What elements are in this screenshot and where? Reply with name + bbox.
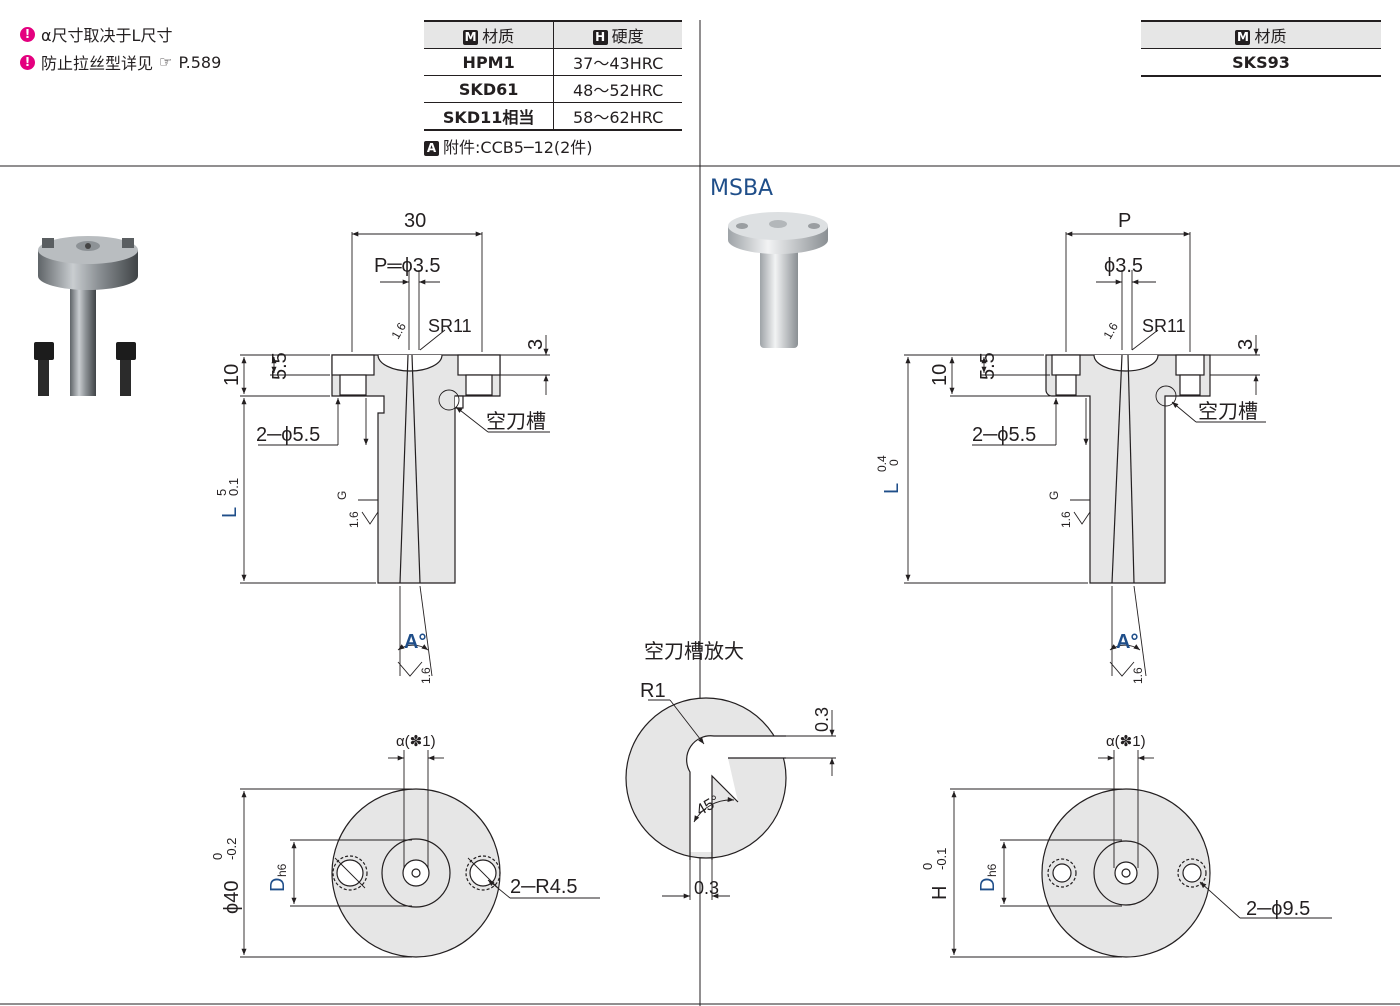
accessory-badge-icon: A bbox=[424, 141, 439, 156]
detail-title: 空刀槽放大 bbox=[644, 640, 744, 663]
model-title-msba: MSBA bbox=[710, 176, 774, 201]
left-dimensions bbox=[240, 231, 550, 677]
left-top-dimensions bbox=[240, 750, 600, 958]
right-h-label: H bbox=[929, 886, 951, 900]
left-dim-10: 10 bbox=[221, 364, 243, 386]
right-dim-5-5: 5.5 bbox=[977, 352, 999, 380]
right-l-tol-upper: 0.4 bbox=[875, 455, 889, 472]
left-dim-30: 30 bbox=[404, 210, 426, 232]
detail-dim-bottom: 0.3 bbox=[694, 878, 719, 898]
relief-groove-detail bbox=[625, 697, 787, 860]
right-alpha-label: α(✽1) bbox=[1106, 733, 1146, 750]
left-l-label: L bbox=[219, 507, 241, 518]
right-angle-label: A° bbox=[1116, 631, 1138, 653]
note-anti-stringing-text: 防止拉丝型详见 bbox=[41, 54, 154, 73]
product-photo-left bbox=[34, 236, 138, 396]
right-roughness-top: 1.6 bbox=[1100, 320, 1121, 342]
right-roughness-bottom: 1.6 bbox=[1131, 667, 1145, 684]
page-reference-link[interactable]: P.589 bbox=[178, 52, 222, 72]
right-d-label: D bbox=[977, 878, 999, 892]
right-phi-label: 2─ϕ9.5 bbox=[1246, 898, 1310, 920]
table-row: SKD11相当 58～62HRC bbox=[424, 102, 682, 131]
right-g-label: G bbox=[1047, 491, 1061, 500]
right-dim-phi: ϕ3.5 bbox=[1104, 255, 1143, 277]
left-roughness-bottom: 1.6 bbox=[419, 667, 433, 684]
right-hole-label: 2─ϕ5.5 bbox=[972, 424, 1036, 446]
material-badge-icon: M bbox=[1235, 30, 1251, 45]
alert-icon: ! bbox=[20, 26, 35, 42]
right-top-dimensions bbox=[950, 750, 1332, 958]
right-dim-p: P bbox=[1118, 210, 1131, 232]
left-sr: SR11 bbox=[428, 316, 472, 336]
note-alpha-text: α尺寸取决于L尺寸 bbox=[41, 26, 173, 45]
table-row: HPM1 37～43HRC bbox=[424, 48, 682, 76]
note-alpha: ! α尺寸取决于L尺寸 bbox=[20, 22, 172, 46]
accessory-note: A 附件:CCB5─12(2件) bbox=[424, 134, 593, 158]
detail-r1: R1 bbox=[640, 680, 666, 702]
left-g-label: G bbox=[335, 491, 349, 500]
accessory-text: 附件:CCB5─12(2件) bbox=[443, 138, 593, 157]
left-dia-label: ϕ40 bbox=[221, 881, 243, 914]
right-d-sub: h6 bbox=[985, 863, 999, 877]
right-sr: SR11 bbox=[1142, 316, 1186, 336]
material-cell: SKD11相当 bbox=[424, 102, 554, 131]
left-side-view bbox=[331, 354, 501, 584]
right-side-view bbox=[1045, 354, 1211, 584]
left-roughness-top: 1.6 bbox=[388, 320, 409, 342]
right-l-label: L bbox=[881, 483, 903, 494]
alert-icon: ! bbox=[20, 54, 35, 70]
material-cell: SKD61 bbox=[424, 75, 554, 103]
right-top-view bbox=[1041, 788, 1211, 958]
product-photo-right bbox=[728, 212, 828, 348]
right-h-tol-lower: -0.1 bbox=[934, 848, 949, 870]
right-dim-3: 3 bbox=[1235, 339, 1257, 350]
pointing-hand-icon: ☞ bbox=[159, 53, 173, 71]
relief-detail-dimensions bbox=[648, 699, 836, 900]
right-dimensions bbox=[904, 231, 1266, 677]
right-dim-10: 10 bbox=[929, 364, 951, 386]
note-anti-stringing: ! 防止拉丝型详见 ☞ P.589 bbox=[20, 50, 221, 74]
left-alpha-label: α(✽1) bbox=[396, 733, 436, 750]
right-l-tol-lower: 0 bbox=[887, 459, 901, 466]
left-roughness-mid: 1.6 bbox=[347, 511, 361, 528]
left-dim-p: P═ϕ3.5 bbox=[374, 255, 441, 277]
left-dia-tol-lower: -0.2 bbox=[224, 838, 239, 860]
table-row: SKS93 bbox=[1141, 48, 1381, 77]
left-hole-label: 2─ϕ5.5 bbox=[256, 424, 320, 446]
hardness-cell: 37～43HRC bbox=[553, 48, 682, 76]
left-l-tol-lower: 0.1 bbox=[226, 478, 241, 496]
left-d-sub: h6 bbox=[275, 863, 289, 877]
left-dim-5-5: 5.5 bbox=[269, 352, 291, 380]
left-relief-label: 空刀槽 bbox=[486, 410, 546, 433]
material-cell: SKS93 bbox=[1141, 48, 1381, 77]
left-r-label: 2─R4.5 bbox=[510, 876, 578, 898]
left-dim-3: 3 bbox=[525, 339, 547, 350]
left-dia-tol-upper: 0 bbox=[210, 853, 225, 860]
left-angle-label: A° bbox=[404, 631, 426, 653]
right-roughness-mid: 1.6 bbox=[1059, 511, 1073, 528]
detail-dim-top: 0.3 bbox=[812, 707, 832, 732]
hardness-cell: 48～52HRC bbox=[553, 75, 682, 103]
material-badge-icon: M bbox=[463, 30, 479, 45]
right-relief-label: 空刀槽 bbox=[1198, 400, 1258, 423]
left-d-label: D bbox=[267, 878, 289, 892]
hardness-badge-icon: H bbox=[592, 30, 608, 45]
hardness-cell: 58～62HRC bbox=[553, 102, 682, 131]
left-top-view bbox=[331, 788, 501, 958]
table-row: SKD61 48～52HRC bbox=[424, 75, 682, 103]
left-l-tol-upper: 5 bbox=[214, 489, 229, 496]
right-h-tol-upper: 0 bbox=[920, 863, 935, 870]
